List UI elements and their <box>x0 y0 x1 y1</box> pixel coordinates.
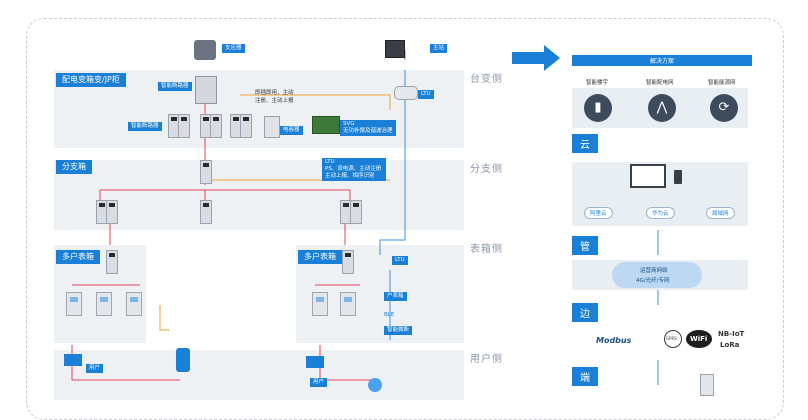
section-multi-meter-2: 多户表箱 <box>298 250 342 264</box>
main-breaker-icon <box>195 76 217 104</box>
capacitor-icon <box>264 116 280 138</box>
side-label-transformer: 台变侧 <box>470 74 503 85</box>
breaker-b2 <box>106 200 118 224</box>
smart-microbreaker-label: 智能微断 <box>384 326 413 335</box>
section-multi-meter-1: 多户表箱 <box>56 250 100 264</box>
tower-icon: ⋀ <box>648 94 676 122</box>
charger-icon <box>176 348 190 372</box>
concentrator-label: 支应器 <box>222 44 245 53</box>
solution-label-2: 智能配电网 <box>646 80 674 86</box>
smart-breaker-label-2: 智能断路器 <box>128 122 162 131</box>
end-tag: 端 <box>572 367 598 386</box>
breaker-b5 <box>350 200 362 224</box>
house-icon-1 <box>64 354 82 366</box>
network-line-2: 4G/光纤/专网 <box>636 278 670 284</box>
svg-desc: 无功补偿及谐波治理 <box>343 128 393 134</box>
plug-play-note-1: 即插即用，主动 <box>255 90 294 96</box>
breaker-t6 <box>240 114 252 138</box>
meter-3 <box>126 292 142 316</box>
svg-title: SVG <box>343 121 355 127</box>
user-band <box>54 350 464 400</box>
meter-5 <box>340 292 356 316</box>
protocol-wifi: WiFi <box>690 335 708 343</box>
cloud-tag: 云 <box>572 134 598 153</box>
side-label-meter-box: 表箱侧 <box>470 244 503 255</box>
protocol-gprs: GPRS <box>666 336 677 341</box>
solution-label-1: 智能楼宇 <box>586 80 609 86</box>
protocol-nbiot: NB-IoT <box>718 330 745 338</box>
bulb-icon <box>368 378 382 392</box>
cloud-chip-aliyun: 阿里云 <box>584 207 613 219</box>
solution-label-3: 智能能源网 <box>708 80 736 86</box>
master-station-label: 主站 <box>430 44 448 53</box>
plug-play-note-2: 注册、主动上报 <box>255 98 294 104</box>
ltu-top-label: LTU <box>418 90 434 99</box>
smart-breaker-label-1: 智能断路器 <box>158 82 192 91</box>
cloud-chip-huawei: 华为云 <box>646 207 675 219</box>
ltu-branch-desc-1: PS、双电源、主动注册 <box>325 166 382 172</box>
manage-tag: 管 <box>572 236 598 255</box>
protocol-lora: LoRa <box>720 341 740 349</box>
cloud-chip-lan: 局域网 <box>706 207 735 219</box>
house-icon-2 <box>306 356 324 368</box>
section-branch-box: 分支箱 <box>56 160 92 174</box>
edge-tag: 边 <box>572 303 598 322</box>
solution-title: 解决方案 <box>572 55 752 66</box>
master-computer-icon <box>385 40 405 58</box>
meter-4 <box>312 292 328 316</box>
breaker-branch-main <box>200 160 212 184</box>
user-meter-box-label: 户表箱 <box>384 292 407 301</box>
breaker-m2-main <box>342 250 354 274</box>
capacitor-label: 电容器 <box>280 126 303 135</box>
ltu-meter-label: LTU <box>392 256 408 265</box>
side-label-branch: 分支侧 <box>470 164 503 175</box>
ble-label: BLE <box>384 312 395 318</box>
building-icon: ▮ <box>584 94 612 122</box>
breaker-t4 <box>210 114 222 138</box>
concentrator-device-icon <box>194 40 216 60</box>
breaker-m1-main <box>106 250 118 274</box>
ltu-branch-desc-2: 主动上报、相序识别 <box>325 173 375 179</box>
wifi-icon <box>686 330 712 348</box>
user-label-2: 用户 <box>310 378 328 387</box>
monitor-icon <box>630 164 666 188</box>
end-device-icon <box>700 374 714 396</box>
meter-2 <box>96 292 112 316</box>
phone-icon <box>674 170 682 184</box>
user-label-1: 用户 <box>86 364 104 373</box>
breaker-b3 <box>200 200 212 224</box>
protocol-modbus: Modbus <box>596 336 632 345</box>
ltu-top-router-icon <box>394 86 418 100</box>
svg-device-icon <box>312 116 340 134</box>
branch-band <box>54 160 464 230</box>
side-label-user: 用户侧 <box>470 354 503 365</box>
ltu-branch-title: LTU <box>325 159 335 165</box>
energy-icon: ⟳ <box>710 94 738 122</box>
network-cloud <box>612 262 702 288</box>
breaker-t2 <box>178 114 190 138</box>
network-line-1: 运营商网络 <box>640 268 668 274</box>
wiring <box>71 45 659 385</box>
gprs-icon <box>664 330 682 348</box>
section-box-cabinet: 配电变箱变/JP柜 <box>56 73 126 87</box>
meter-1 <box>66 292 82 316</box>
